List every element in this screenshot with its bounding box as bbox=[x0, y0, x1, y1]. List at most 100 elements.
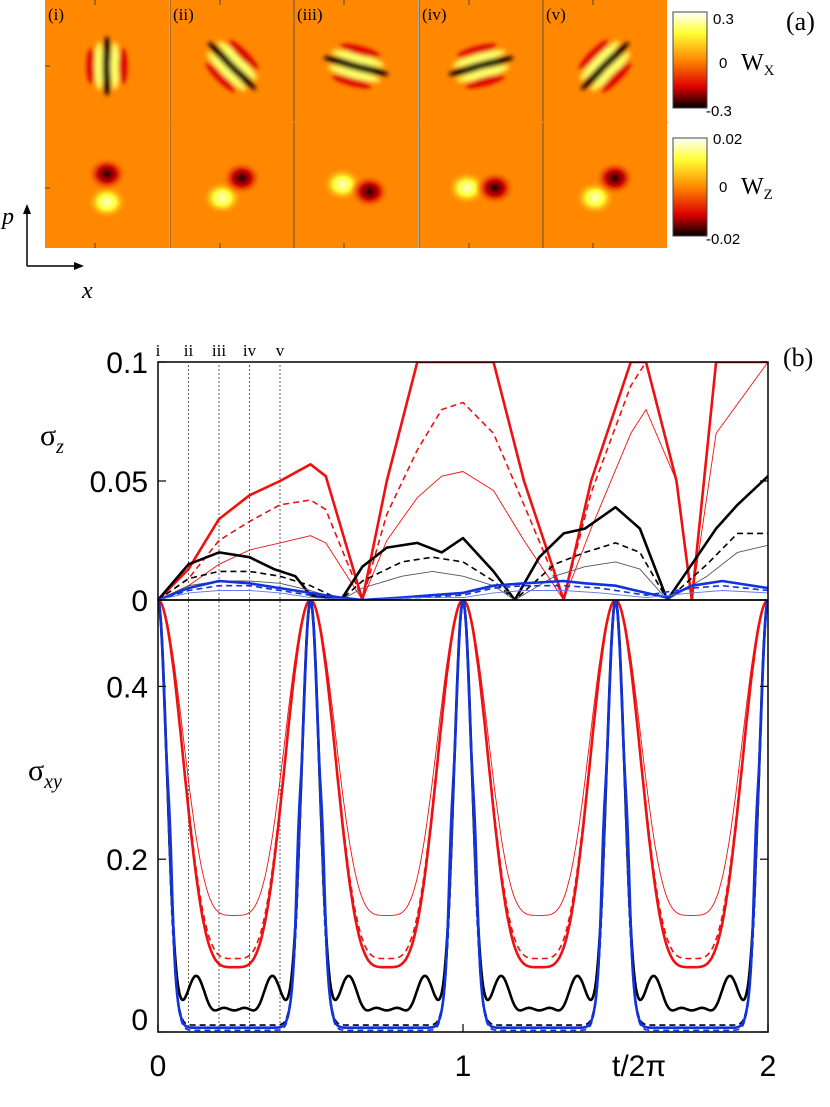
wz-positive-lobe bbox=[447, 171, 487, 205]
sigma-xy-frame bbox=[157, 599, 769, 1033]
wigner-frame-1: (i) bbox=[45, 0, 169, 248]
sigma-xy-ytick-label: 0.2 bbox=[106, 844, 148, 877]
sigma-z-series-7 bbox=[158, 584, 768, 600]
colorbar-z-symbol-sub: Z bbox=[764, 187, 773, 203]
wx-fringes bbox=[578, 39, 632, 93]
wz-negative-lobe bbox=[475, 171, 515, 205]
sigma-xy-series-0 bbox=[158, 600, 768, 916]
wx-fringe bbox=[323, 56, 389, 76]
wx-fringe bbox=[591, 52, 631, 92]
colorbar-z-mid: 0 bbox=[719, 179, 727, 196]
sigma-xy-ylabel-main: σ bbox=[28, 754, 44, 787]
wigner-frame-label: (iii) bbox=[297, 5, 323, 24]
colorbar-x-gradient bbox=[672, 11, 708, 109]
colorbar-x: 0.3 0 WX -0.3 bbox=[672, 11, 775, 120]
sigma-z-series-8 bbox=[158, 590, 768, 600]
sigma-xy-series-2 bbox=[158, 600, 768, 969]
wz-positive-lobe bbox=[87, 185, 127, 219]
x-tick-label: 0 bbox=[150, 1050, 167, 1083]
wx-fringe bbox=[578, 39, 609, 70]
sigma-xy-series-4 bbox=[158, 600, 768, 1026]
colorbar-x-symbol: WX bbox=[741, 50, 775, 79]
colorbar-x-max: 0.3 bbox=[713, 11, 734, 28]
sigma-xy-ylabel-sub: xy bbox=[43, 771, 62, 793]
sigma-z-plot bbox=[158, 362, 768, 600]
wx-fringe bbox=[205, 62, 236, 93]
x-tick-label: 2 bbox=[760, 1050, 777, 1083]
wigner-frame-3: (iii) bbox=[293, 0, 418, 248]
axis-p-label: p bbox=[0, 204, 14, 230]
x-tick-label: 1 bbox=[455, 1050, 472, 1083]
colorbar-x-min: -0.3 bbox=[706, 103, 732, 120]
axis-ticks: 0 0.05 0.1 0 0.2 0.4 0 1 2 bbox=[90, 347, 777, 1083]
wigner-frame-label: (v) bbox=[546, 5, 566, 24]
wx-fringe bbox=[102, 36, 112, 96]
wz-negative-lobe bbox=[221, 161, 262, 196]
wx-fringe bbox=[228, 39, 259, 70]
colorbar-x-symbol-sub: X bbox=[764, 63, 775, 79]
colorbar-z-min: -0.02 bbox=[706, 231, 740, 248]
wigner-frame-5: (v) bbox=[542, 0, 667, 248]
sigma-xy-series-3 bbox=[158, 600, 768, 1012]
sigma-z-ylabel: σz bbox=[40, 419, 64, 458]
wx-fringe bbox=[218, 40, 258, 80]
panel-a-label: (a) bbox=[786, 7, 815, 36]
wx-fringe bbox=[456, 65, 510, 83]
colorbar-z-symbol: WZ bbox=[741, 174, 773, 203]
sigma-z-series-3 bbox=[158, 475, 768, 600]
wx-fringe bbox=[465, 74, 505, 89]
colorbar-z: 0.02 0 WZ -0.02 bbox=[672, 131, 773, 248]
sigma-xy-ytick-label: 0.4 bbox=[106, 671, 148, 704]
wigner-frame-label: (ii) bbox=[173, 5, 194, 24]
sigma-z-series-5 bbox=[158, 544, 768, 600]
sigma-z-ytick-label: 0.1 bbox=[106, 347, 148, 380]
wigner-frame-2: (ii) bbox=[169, 0, 294, 248]
wx-fringes bbox=[323, 43, 389, 89]
wz-negative-lobe bbox=[594, 161, 635, 196]
colorbar-z-symbol-main: W bbox=[741, 174, 764, 200]
wx-fringe bbox=[452, 49, 506, 67]
snapshot-label-iii: iii bbox=[212, 341, 226, 360]
phase-space-axes: p x bbox=[0, 204, 93, 304]
sigma-xy-series-6 bbox=[158, 600, 768, 1029]
wx-fringe bbox=[94, 42, 104, 90]
wx-fringe bbox=[340, 43, 380, 58]
wx-fringe bbox=[601, 62, 632, 93]
axis-x-label: x bbox=[81, 278, 93, 304]
sigma-z-series-1 bbox=[158, 362, 768, 600]
wx-fringe bbox=[327, 65, 381, 83]
sigma-xy-plot bbox=[158, 600, 768, 1032]
colorbar-x-symbol-main: W bbox=[741, 50, 764, 76]
colorbar-x-mid: 0 bbox=[719, 55, 727, 72]
wz-negative-lobe bbox=[87, 157, 127, 191]
sigma-xy-ytick-label: 0 bbox=[131, 1004, 148, 1037]
wx-fringe bbox=[207, 41, 257, 91]
snapshot-label-v: v bbox=[276, 341, 285, 360]
sigma-z-ylabel-sub: z bbox=[55, 436, 64, 458]
wx-fringe bbox=[110, 42, 120, 90]
sigma-z-ylabel-main: σ bbox=[40, 419, 56, 452]
wx-fringe bbox=[457, 43, 497, 58]
x-arrow-head bbox=[74, 262, 84, 270]
snapshot-label-ii: ii bbox=[184, 341, 194, 360]
sigma-xy-series-7 bbox=[158, 600, 768, 1032]
wx-fringe bbox=[86, 48, 96, 84]
wigner-frame-label: (i) bbox=[48, 5, 64, 24]
sigma-z-series-2 bbox=[158, 362, 768, 600]
wz-negative-lobe bbox=[349, 174, 390, 209]
wx-fringe bbox=[448, 56, 514, 76]
colorbar-z-gradient bbox=[672, 137, 708, 237]
colorbar-z-max: 0.02 bbox=[713, 131, 742, 148]
wx-fringes bbox=[86, 36, 128, 96]
sigma-z-ytick-label: 0.05 bbox=[90, 466, 148, 499]
wigner-frame-label: (iv) bbox=[422, 5, 447, 24]
snapshot-label-iv: iv bbox=[243, 341, 257, 360]
sigma-xy-ylabel: σxy bbox=[28, 754, 62, 793]
wx-fringe bbox=[332, 74, 372, 89]
sigma-z-ytick-label: 0 bbox=[131, 585, 148, 618]
wx-fringe bbox=[118, 48, 128, 84]
wx-fringes bbox=[448, 43, 514, 89]
panel-a: (i) (ii) (iii) (iv) (v) bbox=[45, 0, 668, 248]
